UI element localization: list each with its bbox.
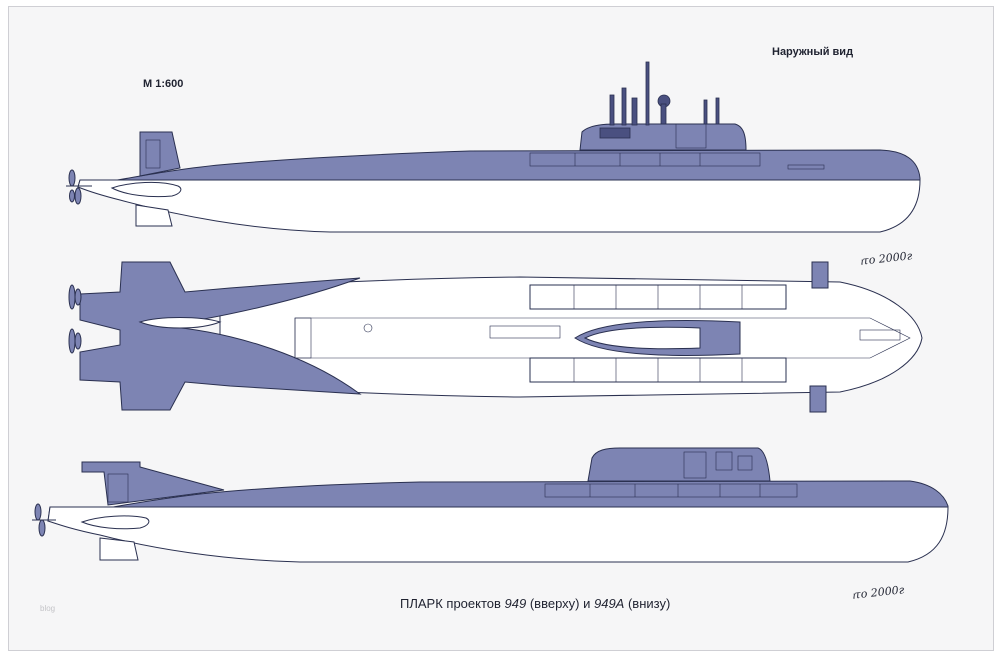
figure-caption: ПЛАРК проектов 949 (вверху) и 949А (вниз… (400, 596, 670, 611)
missile-panels-949a (544, 483, 798, 498)
hull-deck-949 (77, 149, 921, 188)
scale-label: М 1:600 (143, 78, 184, 90)
caption-middle: (вверху) и (526, 596, 594, 611)
propellers-plan (68, 284, 82, 354)
hull-deck-949a (47, 480, 949, 522)
lower-rudder-949 (135, 204, 173, 227)
side-view-949a (32, 447, 949, 563)
view-title: Наружный вид (772, 46, 854, 58)
caption-prefix: ПЛАРК проектов (400, 596, 505, 611)
caption-suffix: (внизу) (624, 596, 671, 611)
lower-rudder-949a (99, 537, 139, 561)
side-view-949 (66, 61, 921, 233)
sail-949a (587, 447, 771, 482)
upper-rudder-949a (81, 461, 225, 506)
propeller-949 (66, 169, 92, 205)
bow-plane-bottom (809, 385, 827, 413)
caption-project-949: 949 (504, 596, 527, 611)
bow-plane-top (811, 261, 829, 289)
plan-view-949 (68, 261, 923, 413)
missile-panels-949 (529, 152, 825, 170)
propeller-949a (32, 503, 56, 537)
missile-rows-plan (529, 284, 787, 383)
stern-plane-949a (80, 515, 150, 530)
hull-lower-949a (47, 506, 949, 563)
caption-project-949a: 949А (593, 596, 625, 611)
masts-949 (609, 61, 720, 126)
watermark: blog (40, 604, 56, 613)
stern-plane-949 (110, 181, 182, 198)
hull-lower-949 (77, 179, 921, 233)
